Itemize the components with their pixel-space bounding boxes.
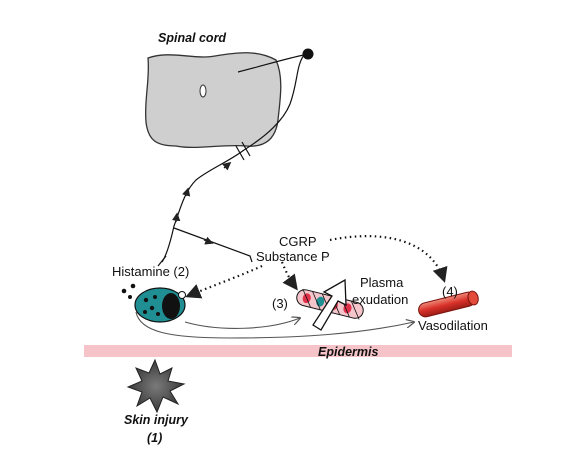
substance-p-to-venule-arrow [280, 261, 298, 291]
skin-injury-burst-icon [126, 358, 186, 414]
mast-cell-icon [121, 283, 186, 323]
step-1-label: (1) [147, 431, 162, 445]
spinal-cord-shape [144, 52, 282, 149]
axon-direction-arrow-3 [171, 212, 181, 223]
substance-p-label: Substance P [256, 249, 330, 264]
antidromic-arrow [203, 236, 214, 245]
central-axon [237, 54, 305, 73]
vasodilation-label: Vasodilation [418, 318, 488, 333]
histamine-label: Histamine (2) [112, 264, 189, 279]
histamine-fiber [157, 255, 167, 267]
axon-break-2 [241, 141, 251, 157]
step-3-label: (3) [272, 296, 288, 311]
substance-p-to-mast-cell-arrow [185, 264, 263, 299]
peripheral-axon [161, 54, 305, 263]
plasma-exudation-arrow-icon [312, 278, 347, 331]
exudation-label: exudation [352, 292, 408, 307]
plasma-label: Plasma [360, 275, 404, 290]
step-4-label: (4) [442, 284, 458, 299]
skin-injury-label: Skin injury [124, 413, 189, 427]
cgrp-to-arteriole-arrow [329, 235, 448, 283]
axon-direction-arrow-1 [222, 161, 232, 171]
axon-break-1 [235, 145, 245, 161]
neuron-soma-icon [302, 48, 314, 60]
spinal-cord-label: Spinal cord [158, 31, 226, 45]
fiber-to-arteriole [135, 311, 414, 339]
epidermis-label: Epidermis [318, 345, 378, 359]
fiber-to-venule [184, 318, 300, 329]
axon-reflex-branch [173, 227, 253, 263]
blood-vessel-icon [418, 290, 479, 318]
cgrp-label: CGRP [279, 234, 317, 249]
axon-direction-arrow-2 [182, 187, 191, 197]
epidermis-band [84, 345, 512, 357]
spinal-canal [199, 84, 207, 98]
